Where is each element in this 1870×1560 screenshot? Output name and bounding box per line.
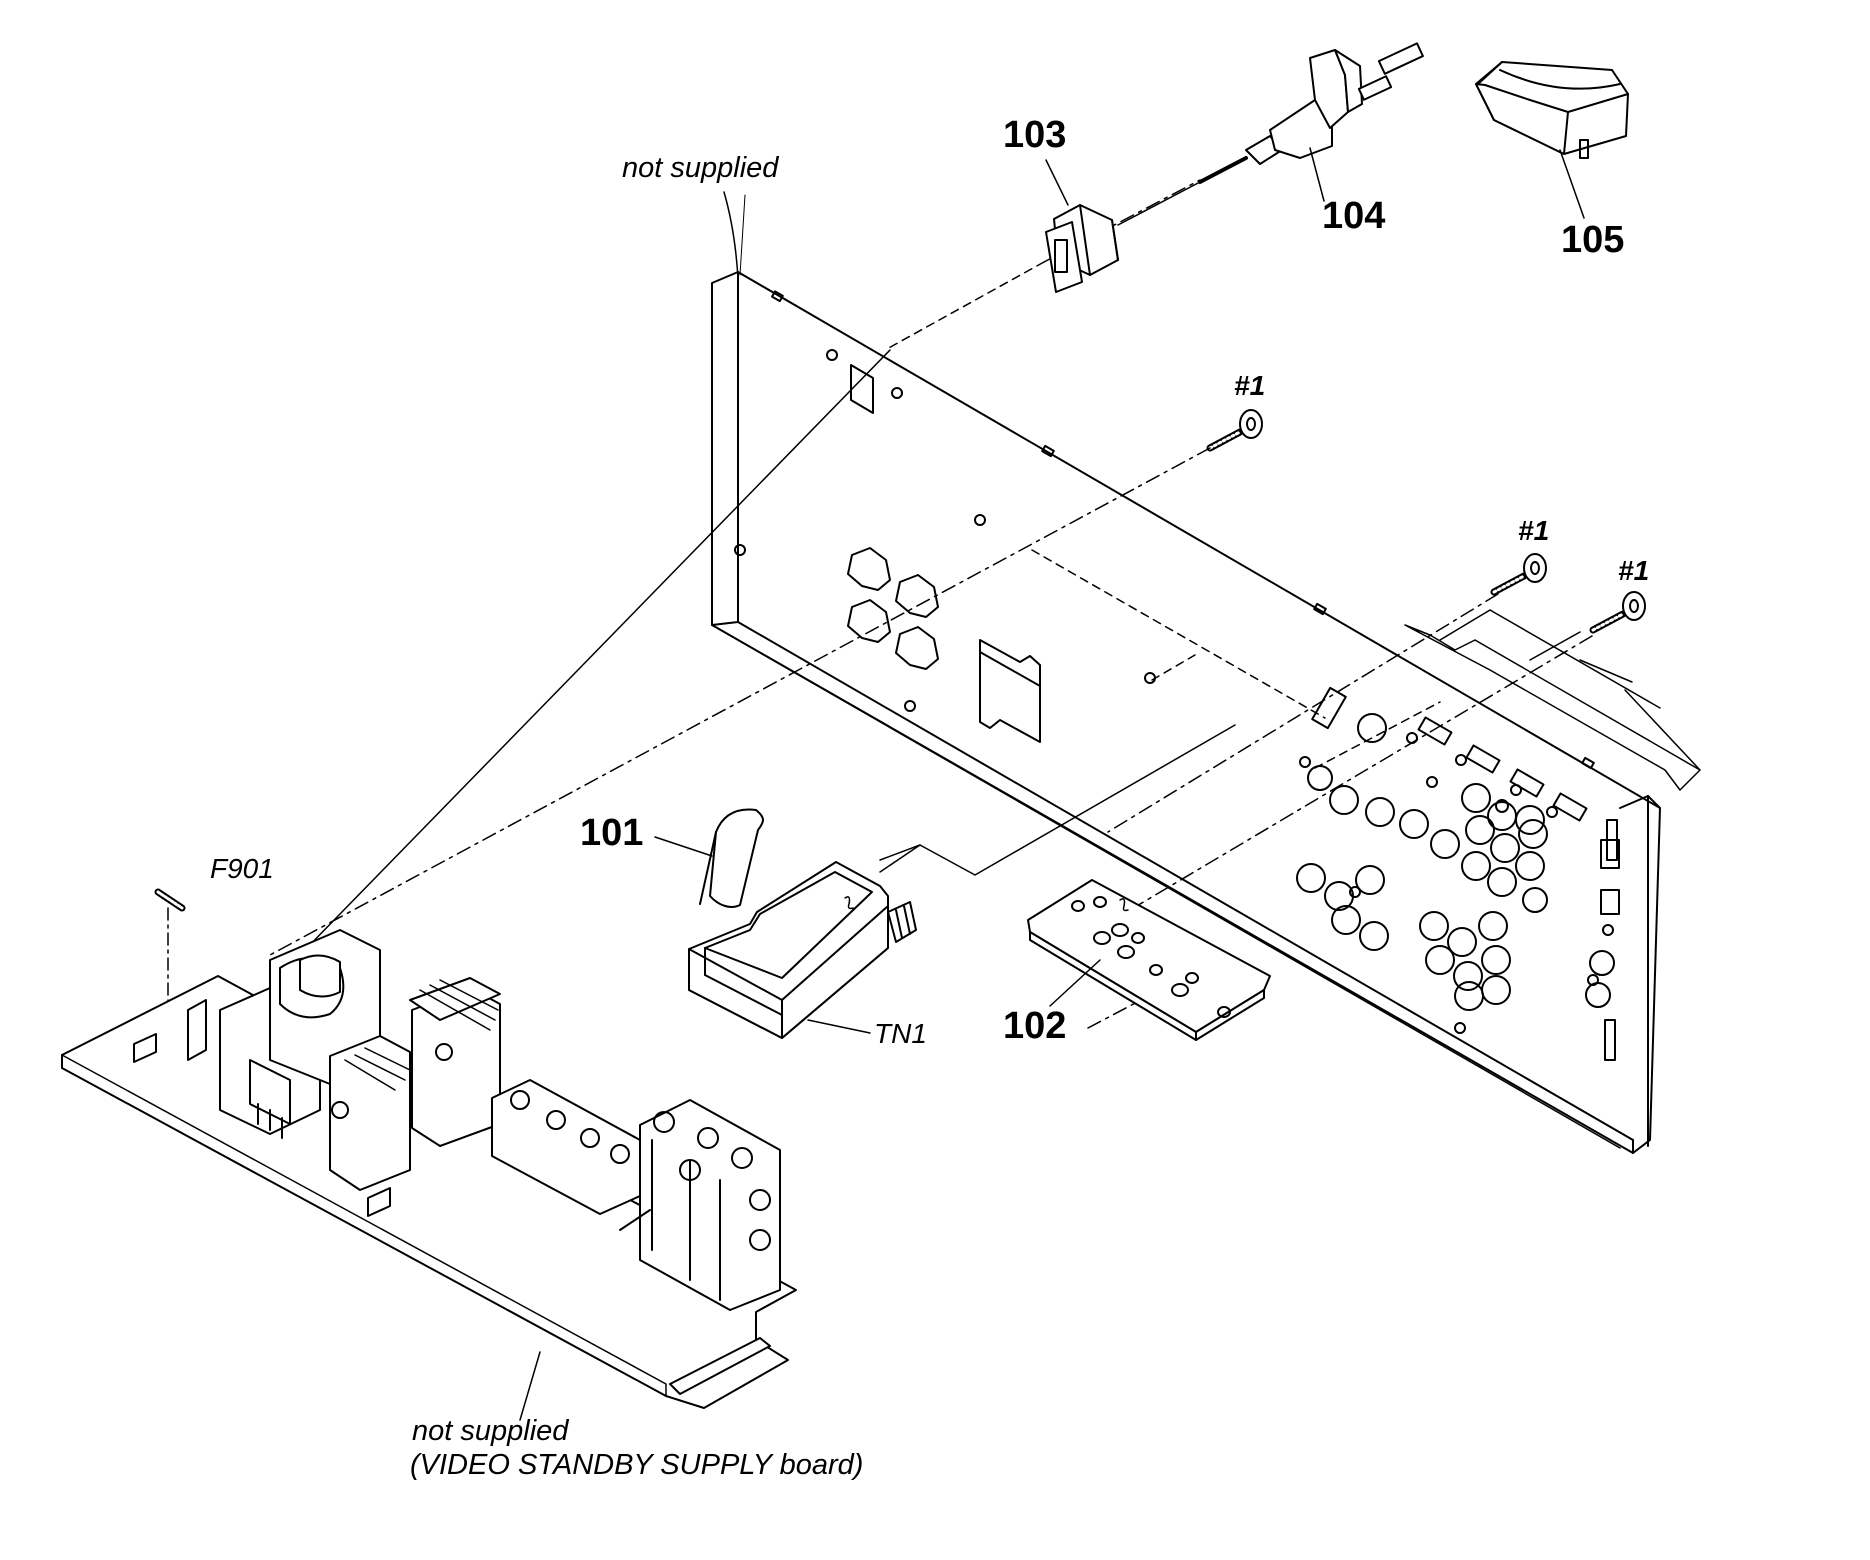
power-cord-104 — [1118, 43, 1423, 225]
screw-1-top — [1210, 410, 1262, 448]
screw-1-bottom — [1593, 592, 1645, 630]
tuner-tn1 — [689, 862, 916, 1038]
insulating-tape-101 — [700, 810, 763, 907]
leader-lines — [520, 148, 1584, 1420]
video-standby-supply-board — [62, 930, 796, 1408]
av-jack-cluster — [1297, 688, 1619, 1060]
ref-label-f901: F901 — [210, 853, 274, 884]
note-panel-not-supplied: not supplied — [622, 152, 779, 184]
note-board-not-supplied: not supplied — [412, 1415, 569, 1447]
screw-label-1-middle: #1 — [1518, 515, 1550, 546]
part-label-105: 105 — [1561, 219, 1625, 261]
part-label-103: 103 — [1003, 114, 1067, 156]
screw-1-middle — [1494, 554, 1546, 592]
note-board-name: (VIDEO STANDBY SUPPLY board) — [410, 1449, 864, 1481]
ac-adapter-105 — [1476, 62, 1628, 158]
assembly-lines-dashed — [885, 262, 1440, 768]
board-102 — [1028, 880, 1270, 1040]
part-label-102: 102 — [1003, 1005, 1067, 1047]
ac-inlet-103 — [1046, 205, 1118, 292]
reference-lines — [300, 350, 1700, 955]
screw-label-1-bottom: #1 — [1618, 555, 1650, 586]
screw-label-1-top: #1 — [1234, 370, 1266, 401]
part-label-104: 104 — [1322, 195, 1386, 237]
part-label-101: 101 — [580, 812, 644, 854]
ref-label-tn1: TN1 — [874, 1018, 927, 1049]
